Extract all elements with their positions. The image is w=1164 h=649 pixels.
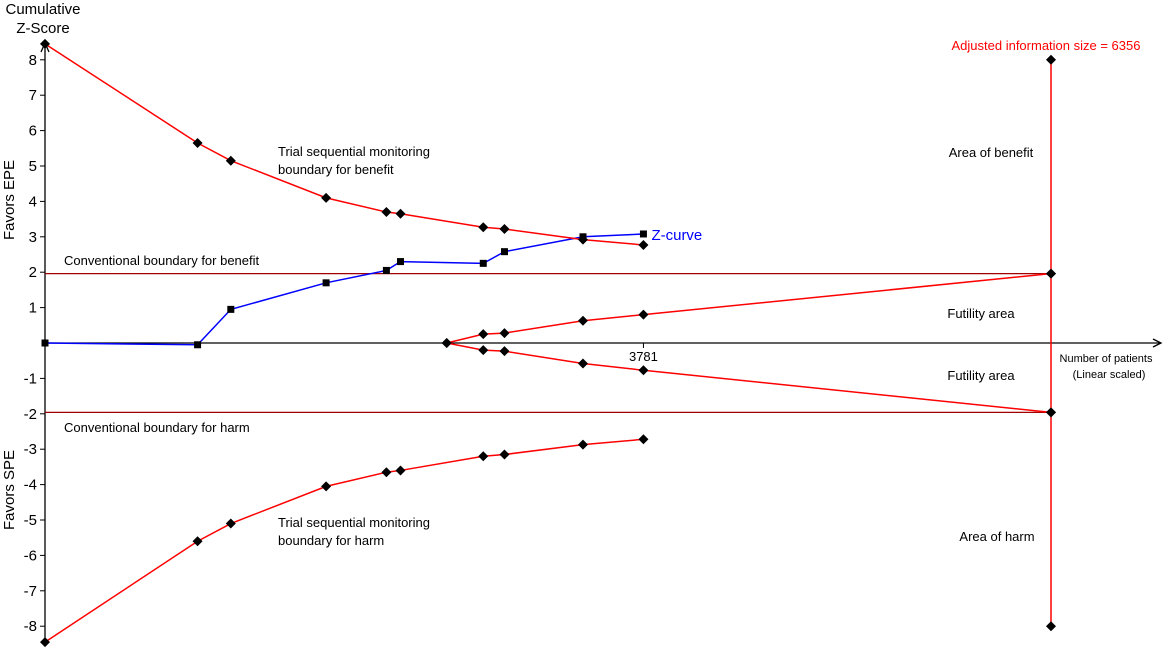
data-point-futility-boundary-upper bbox=[638, 309, 649, 320]
y-tick-label: -2 bbox=[24, 406, 37, 423]
y-tick-label: 3 bbox=[29, 229, 37, 246]
conventional-benefit-label: Conventional boundary for benefit bbox=[64, 253, 260, 268]
harm-boundary-label-line2: boundary for harm bbox=[278, 533, 384, 548]
data-point-futility-boundary-lower bbox=[478, 345, 489, 356]
data-point-z-curve bbox=[396, 258, 404, 266]
data-point-trial-sequential-monitoring-boundary-for-harm bbox=[499, 449, 510, 460]
data-point-trial-sequential-monitoring-boundary-for-harm bbox=[577, 439, 588, 450]
data-point-trial-sequential-monitoring-boundary-for-benefit bbox=[381, 207, 392, 218]
x-axis-title-line1: Number of patients bbox=[1060, 353, 1153, 365]
y-tick-label: -4 bbox=[24, 477, 37, 494]
data-point-futility-boundary-lower bbox=[499, 346, 510, 357]
data-point-trial-sequential-monitoring-boundary-for-harm bbox=[478, 451, 489, 462]
y-tick-label: -5 bbox=[24, 512, 37, 529]
data-point-trial-sequential-monitoring-boundary-for-harm bbox=[638, 434, 649, 445]
data-point-trial-sequential-monitoring-boundary-for-harm bbox=[40, 637, 50, 648]
y-axis-title-line1: Cumulative bbox=[5, 1, 80, 18]
y-tick-label: 7 bbox=[29, 87, 37, 104]
benefit-boundary-label-line2: boundary for benefit bbox=[278, 162, 394, 177]
x-axis-title-line2: (Linear scaled) bbox=[1073, 369, 1146, 381]
y-tick-label: 4 bbox=[29, 193, 37, 210]
data-point-futility-boundary-lower bbox=[577, 358, 588, 369]
data-point-trial-sequential-monitoring-boundary-for-benefit bbox=[638, 239, 649, 250]
area-of-benefit-label: Area of benefit bbox=[949, 145, 1034, 160]
data-point-z-curve bbox=[41, 339, 49, 347]
series-line-futility-boundary-upper bbox=[446, 272, 1052, 344]
data-point-z-curve bbox=[322, 279, 330, 287]
data-point-z-curve bbox=[227, 305, 235, 313]
data-point-z-curve bbox=[194, 341, 202, 349]
data-point-futility-boundary-lower bbox=[638, 365, 649, 376]
data-point-trial-sequential-monitoring-boundary-for-benefit bbox=[577, 234, 588, 245]
data-point-futility-boundary-upper bbox=[499, 328, 510, 339]
data-point-z-curve bbox=[479, 259, 487, 267]
benefit-boundary-label-line1: Trial sequential monitoring bbox=[278, 144, 430, 159]
y-tick-label: 8 bbox=[29, 52, 37, 69]
y-ticks: 8 7 6 5 4 3 2 1 -1 -2 -3 -4 -5 -6 -7 -8 bbox=[24, 52, 45, 635]
y-axis-title-line2: Z-Score bbox=[16, 20, 69, 37]
data-point-information-size-boundary bbox=[1046, 54, 1056, 65]
data-point-trial-sequential-monitoring-boundary-for-harm bbox=[225, 518, 236, 529]
data-point-futility-boundary-upper bbox=[478, 329, 489, 340]
data-point-trial-sequential-monitoring-boundary-for-harm bbox=[381, 467, 392, 478]
series-layer bbox=[40, 38, 1056, 648]
data-point-trial-sequential-monitoring-boundary-for-benefit bbox=[225, 155, 236, 166]
y-tick-label: 6 bbox=[29, 123, 37, 140]
x-tick-label: 3781 bbox=[629, 349, 658, 364]
data-point-trial-sequential-monitoring-boundary-for-benefit bbox=[478, 222, 489, 233]
data-point-trial-sequential-monitoring-boundary-for-harm bbox=[321, 481, 332, 492]
data-point-information-size-boundary bbox=[1046, 407, 1056, 418]
y-tick-label: -6 bbox=[24, 547, 37, 564]
data-point-z-curve bbox=[500, 248, 508, 256]
z-curve-label: Z-curve bbox=[651, 227, 702, 244]
data-point-futility-boundary-lower bbox=[441, 338, 452, 348]
futility-area-lower-label: Futility area bbox=[947, 368, 1015, 383]
y-tick-label: 2 bbox=[29, 264, 37, 281]
series-line-trial-sequential-monitoring-boundary-for-benefit bbox=[44, 43, 644, 246]
data-point-trial-sequential-monitoring-boundary-for-harm bbox=[192, 536, 203, 547]
area-of-harm-label: Area of harm bbox=[959, 529, 1034, 544]
y-tick-label: -1 bbox=[24, 370, 37, 387]
y-tick-label: -3 bbox=[24, 441, 37, 458]
y-tick-label: -8 bbox=[24, 618, 37, 635]
x-axis-arrow bbox=[1152, 338, 1163, 348]
data-point-z-curve bbox=[382, 266, 390, 274]
data-point-trial-sequential-monitoring-boundary-for-benefit bbox=[321, 192, 332, 203]
series-line-trial-sequential-monitoring-boundary-for-harm bbox=[44, 438, 644, 643]
series-line-futility-boundary-lower bbox=[446, 342, 1052, 414]
data-point-futility-boundary-upper bbox=[577, 315, 588, 326]
y-tick-label: -7 bbox=[24, 583, 37, 600]
y-tick-label: 1 bbox=[29, 300, 37, 317]
favors-upper-label: Favors EPE bbox=[1, 160, 18, 240]
data-point-trial-sequential-monitoring-boundary-for-harm bbox=[395, 465, 406, 476]
data-point-z-curve bbox=[639, 230, 647, 238]
conventional-harm-label: Conventional boundary for harm bbox=[64, 420, 250, 435]
data-point-information-size-boundary bbox=[1046, 621, 1056, 632]
data-point-trial-sequential-monitoring-boundary-for-benefit bbox=[499, 224, 510, 235]
harm-boundary-label-line1: Trial sequential monitoring bbox=[278, 515, 430, 530]
data-point-trial-sequential-monitoring-boundary-for-benefit bbox=[395, 208, 406, 219]
data-point-information-size-boundary bbox=[1046, 268, 1056, 279]
information-size-label: Adjusted information size = 6356 bbox=[952, 38, 1141, 53]
favors-lower-label: Favors SPE bbox=[1, 450, 18, 530]
y-tick-label: 5 bbox=[29, 158, 37, 175]
series-line-z-curve bbox=[44, 233, 644, 346]
futility-area-upper-label: Futility area bbox=[947, 306, 1015, 321]
data-point-trial-sequential-monitoring-boundary-for-benefit bbox=[192, 137, 203, 148]
data-point-trial-sequential-monitoring-boundary-for-benefit bbox=[40, 38, 50, 49]
